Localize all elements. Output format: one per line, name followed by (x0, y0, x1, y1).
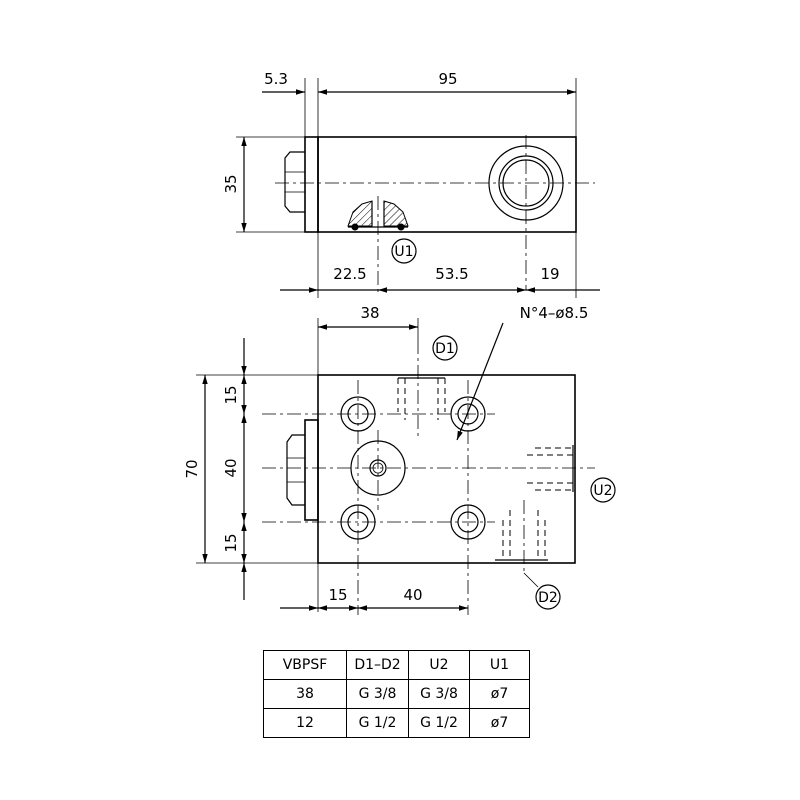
front-view-body (317, 374, 576, 564)
table-cell: 12 (263, 708, 347, 738)
table-header: VBPSF (263, 650, 347, 680)
u2-label: U2 (593, 483, 612, 499)
dim-b: 53.5 (435, 265, 468, 283)
table-cell: 38 (263, 679, 347, 709)
table-cell: G 3/8 (346, 679, 409, 709)
mounting-hole (340, 396, 376, 432)
table-row: 12 G 1/2 G 1/2 ø7 (263, 708, 530, 738)
table-cell: ø7 (469, 708, 530, 738)
front-view: D1 U2 D2 (183, 304, 616, 615)
dim-spacing: 40 (403, 586, 422, 604)
u1-section-left (347, 200, 373, 227)
table-cell: ø7 (469, 679, 530, 709)
d1-label: D1 (435, 341, 455, 357)
table-header: U2 (408, 650, 470, 680)
dim-flange: 5.3 (264, 70, 288, 88)
mounting-hole (340, 504, 376, 540)
front-view-flange (304, 419, 319, 521)
dim-height: 35 (222, 174, 240, 193)
dim-a: 22.5 (333, 265, 366, 283)
hex-nut-side (284, 151, 305, 213)
mounting-hole (450, 396, 486, 432)
top-view: U1 5.3 95 35 22.5 53.5 19 (222, 70, 600, 298)
spec-table: VBPSF D1–D2 U2 U1 38 G 3/8 G 3/8 ø7 12 G… (263, 650, 530, 738)
mounting-hole (450, 504, 486, 540)
table-header: D1–D2 (346, 650, 409, 680)
table-cell: G 3/8 (408, 679, 470, 709)
dim-bottom: 15 (222, 533, 240, 552)
u1-section-right (383, 200, 409, 227)
dim-total-height: 70 (183, 459, 201, 478)
u1-label-circle (391, 238, 417, 264)
dim-mid: 40 (222, 458, 240, 477)
u1-label: U1 (394, 244, 413, 260)
hole-spec: N°4–ø8.5 (520, 304, 589, 322)
dim-top: 15 (222, 385, 240, 404)
dim-width-d1: 38 (360, 304, 379, 322)
hex-nut-front (286, 434, 305, 506)
u2-port-outer (488, 145, 564, 221)
dim-left: 15 (328, 586, 347, 604)
table-header: U1 (469, 650, 530, 680)
table-cell: G 1/2 (408, 708, 470, 738)
top-view-flange (304, 136, 319, 233)
table-row: 38 G 3/8 G 3/8 ø7 (263, 679, 530, 709)
table-cell: G 1/2 (346, 708, 409, 738)
table-header-row: VBPSF D1–D2 U2 U1 (263, 650, 530, 680)
central-port (350, 440, 406, 496)
dim-length: 95 (438, 70, 457, 88)
dim-c: 19 (540, 265, 559, 283)
d2-label: D2 (538, 590, 558, 606)
